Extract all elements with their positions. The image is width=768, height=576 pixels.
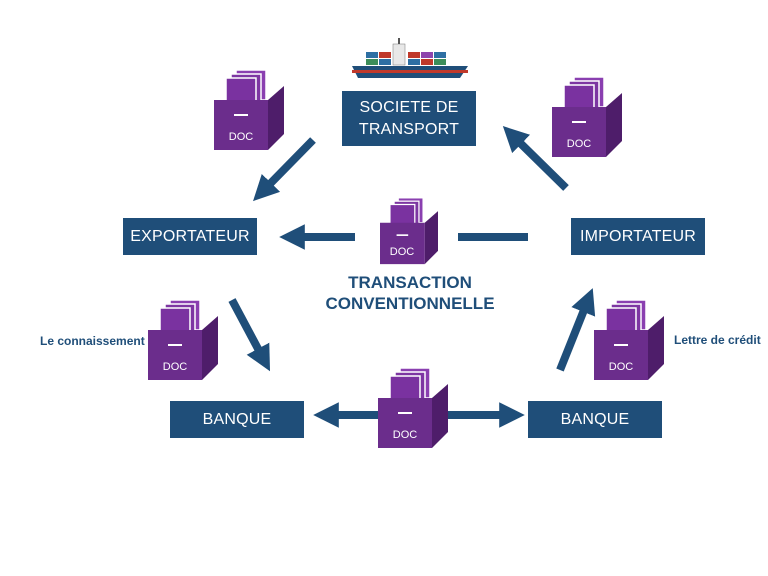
document-box-icon: DOC <box>552 76 622 158</box>
svg-text:DOC: DOC <box>163 361 188 373</box>
arrow-icon <box>253 137 316 202</box>
arrow-icon <box>502 126 569 191</box>
node-importateur: IMPORTATEUR <box>571 218 705 255</box>
svg-text:DOC: DOC <box>393 429 418 441</box>
arrow-icon <box>556 288 596 372</box>
document-box-icon: DOC <box>214 69 284 151</box>
node-exportateur: EXPORTATEUR <box>123 218 257 255</box>
center-title: TRANSACTION CONVENTIONNELLE <box>310 272 510 314</box>
document-box-icon: DOC <box>594 299 664 381</box>
svg-text:DOC: DOC <box>390 246 415 258</box>
center-title-line2: CONVENTIONNELLE <box>325 294 495 313</box>
document-box-icon: DOC <box>380 197 438 265</box>
node-banque-left: BANQUE <box>170 401 304 438</box>
node-societe-de-transport: SOCIETE DE TRANSPORT <box>342 91 476 146</box>
svg-text:DOC: DOC <box>609 361 634 373</box>
node-label: BANQUE <box>560 410 630 428</box>
document-box-icon: DOC <box>378 367 448 449</box>
svg-text:DOC: DOC <box>229 131 254 143</box>
label-lettre-de-credit: Lettre de crédit <box>674 333 761 347</box>
node-label: IMPORTATEUR <box>580 227 696 245</box>
document-box-icon: DOC <box>148 299 218 381</box>
node-label-line2: TRANSPORT <box>358 120 460 138</box>
svg-text:DOC: DOC <box>567 138 592 150</box>
cargo-ship-icon <box>352 38 468 78</box>
node-label: BANQUE <box>202 410 272 428</box>
label-connaissement: Le connaissement <box>40 334 145 348</box>
arrow-icon <box>228 298 271 372</box>
node-label: EXPORTATEUR <box>130 227 250 245</box>
center-title-line1: TRANSACTION <box>348 273 472 292</box>
node-banque-right: BANQUE <box>528 401 662 438</box>
node-label-line1: SOCIETE DE <box>359 98 459 116</box>
